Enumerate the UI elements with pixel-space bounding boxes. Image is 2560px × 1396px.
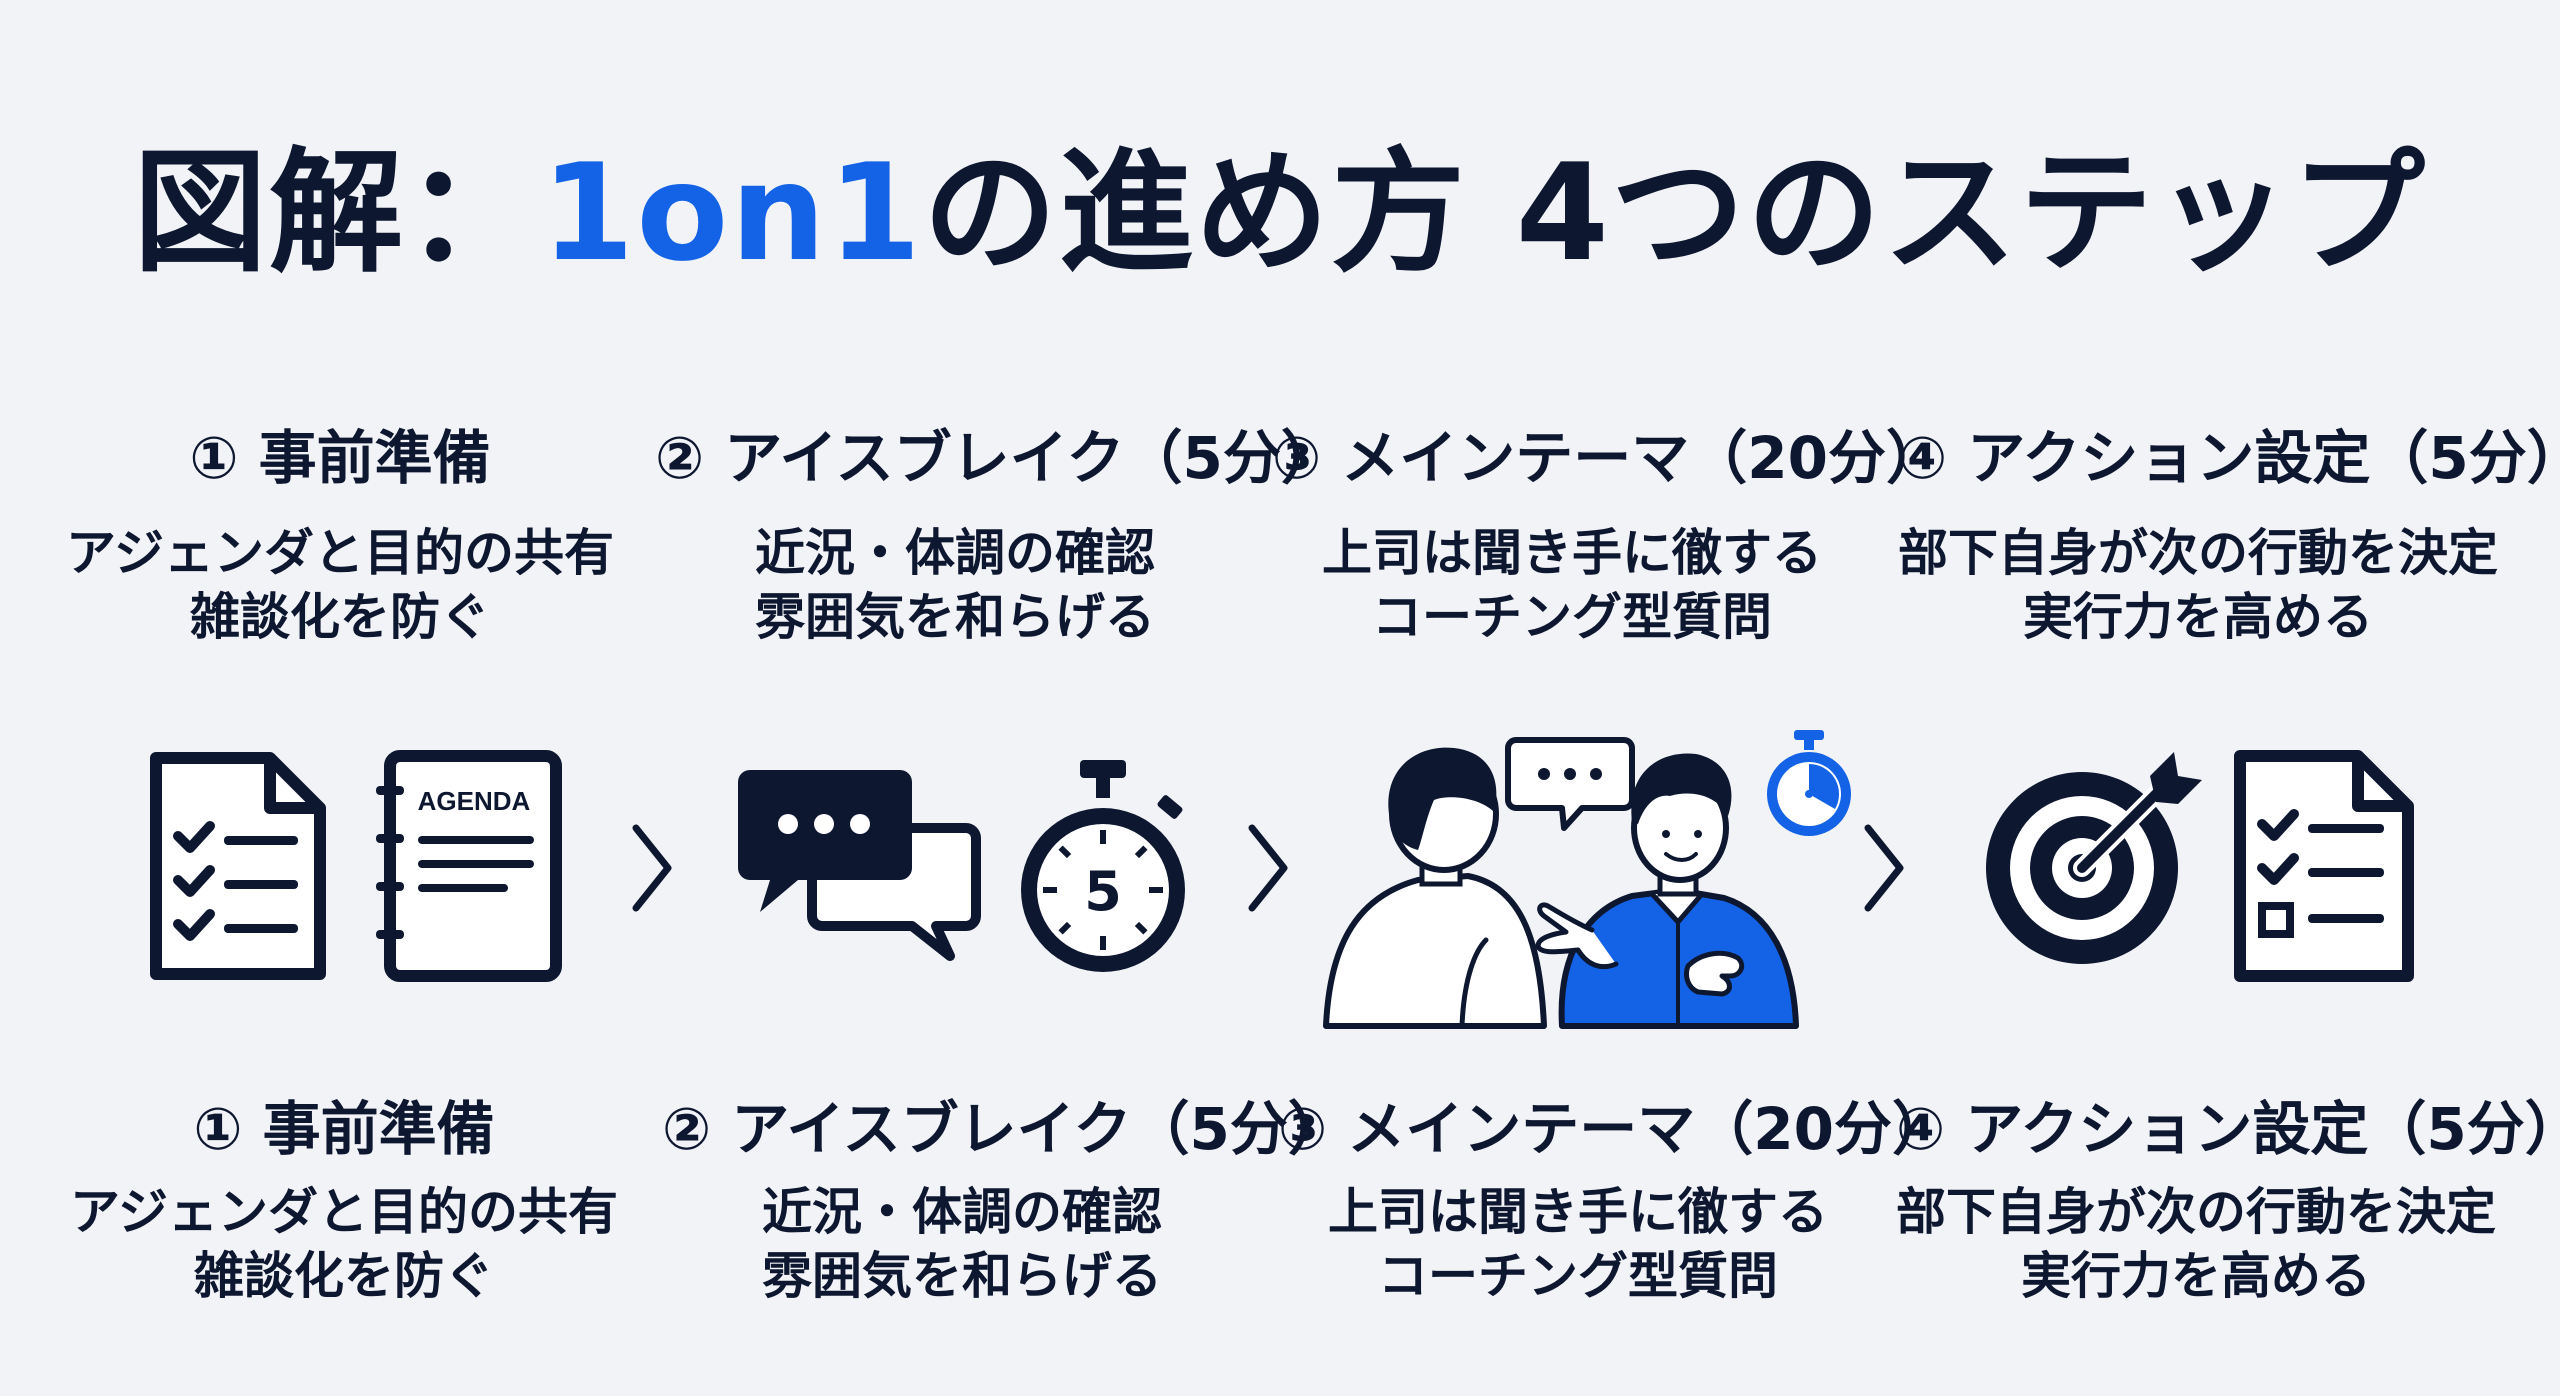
step-3-desc: 上司は聞き手に徹する コーチング型質問 (1278, 1180, 1878, 1308)
step-3-desc-line1: 上司は聞き手に徹する (1328, 1183, 1828, 1241)
step-1-lower: ① 事前準備 アジェンダと目的の共有 雑談化を防ぐ (44, 1094, 644, 1308)
checklist-icon (150, 752, 326, 980)
step-3-upper: ③ メインテーマ（20分） 上司は聞き手に徹する コーチング型質問 (1272, 423, 1945, 649)
step-1-title: ① 事前準備 (193, 1095, 495, 1163)
title-prefix: 図解： (133, 135, 542, 291)
step-4-title: ④ アクション設定（5分） (1898, 424, 2560, 492)
arrow-right-icon (1864, 824, 1904, 912)
step-4-desc-line2: 実行力を高める (2021, 1247, 2371, 1305)
step-3-title: ③ メインテーマ（20分） (1278, 1095, 1951, 1163)
step-4-desc: 部下自身が次の行動を決定 実行力を高める (1896, 1180, 2496, 1308)
step-1-desc: アジェンダと目的の共有 雑談化を防ぐ (44, 1180, 644, 1308)
step-3-title: ③ メインテーマ（20分） (1272, 424, 1945, 492)
step-2-title: ② アイスブレイク（5分） (662, 1095, 1346, 1163)
step-1-desc-line2: 雑談化を防ぐ (190, 588, 490, 646)
step-1-upper: ① 事前準備 アジェンダと目的の共有 雑談化を防ぐ (40, 423, 640, 649)
step-2-upper: ② アイスブレイク（5分） 近況・体調の確認 雰囲気を和らげる (655, 423, 1339, 649)
timer-number: 5 (1084, 860, 1122, 923)
step-3-desc-line2: コーチング型質問 (1378, 1247, 1778, 1305)
step-4-desc: 部下自身が次の行動を決定 実行力を高める (1898, 521, 2498, 649)
step-1-desc: アジェンダと目的の共有 雑談化を防ぐ (40, 521, 640, 649)
step-2-desc-line1: 近況・体調の確認 (755, 524, 1155, 582)
step-1-desc-line1: アジェンダと目的の共有 (70, 1183, 618, 1241)
target-icon (1986, 752, 2202, 964)
step-3-desc: 上司は聞き手に徹する コーチング型質問 (1272, 521, 1872, 649)
icons-row: AGENDA 5 (0, 730, 2560, 1050)
step-2-desc-line1: 近況・体調の確認 (762, 1183, 1162, 1241)
title-accent: 1on1 (541, 135, 924, 291)
step-4-title: ④ アクション設定（5分） (1896, 1095, 2560, 1163)
title-suffix: の進め方 4つのステップ (923, 135, 2427, 291)
step-3-desc-line1: 上司は聞き手に徹する (1322, 524, 1822, 582)
step-2-desc: 近況・体調の確認 雰囲気を和らげる (662, 1180, 1262, 1308)
step-4-desc-line1: 部下自身が次の行動を決定 (1896, 1183, 2496, 1241)
step-2-desc-line2: 雰囲気を和らげる (755, 588, 1155, 646)
action-checklist-icon (2234, 750, 2414, 982)
step-1-desc-line2: 雑談化を防ぐ (194, 1247, 494, 1305)
arrow-right-icon (632, 824, 672, 912)
step-4-lower: ④ アクション設定（5分） 部下自身が次の行動を決定 実行力を高める (1896, 1094, 2560, 1308)
conversation-people-icon (1323, 730, 1851, 1029)
stopwatch-icon: 5 (1021, 760, 1185, 972)
step-4-desc-line1: 部下自身が次の行動を決定 (1898, 524, 2498, 582)
step-1-desc-line1: アジェンダと目的の共有 (66, 524, 614, 582)
step-4-desc-line2: 実行力を高める (2023, 588, 2373, 646)
step-2-desc-line2: 雰囲気を和らげる (762, 1247, 1162, 1305)
agenda-label: AGENDA (418, 786, 531, 816)
step-4-upper: ④ アクション設定（5分） 部下自身が次の行動を決定 実行力を高める (1898, 423, 2560, 649)
chat-bubbles-icon (738, 770, 981, 961)
step-2-title: ② アイスブレイク（5分） (655, 424, 1339, 492)
arrow-right-icon (1248, 824, 1288, 912)
step-3-desc-line2: コーチング型質問 (1372, 588, 1772, 646)
step-2-lower: ② アイスブレイク（5分） 近況・体調の確認 雰囲気を和らげる (662, 1094, 1346, 1308)
page-title: 図解：1on1の進め方 4つのステップ (0, 128, 2560, 298)
step-3-lower: ③ メインテーマ（20分） 上司は聞き手に徹する コーチング型質問 (1278, 1094, 1951, 1308)
agenda-notebook-icon: AGENDA (376, 750, 562, 982)
step-1-title: ① 事前準備 (189, 424, 491, 492)
step-2-desc: 近況・体調の確認 雰囲気を和らげる (655, 521, 1255, 649)
